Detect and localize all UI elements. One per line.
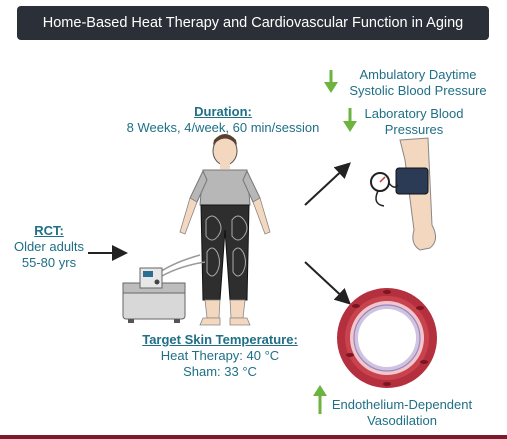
target-line2: Sham: 33 °C (183, 364, 257, 379)
duration-heading: Duration: (194, 104, 252, 119)
blood-pressure-cuff-arm-icon (370, 137, 436, 251)
outcome-endothelium-line2: Vasodilation (367, 413, 437, 428)
outcome-ambulatory-line1: Ambulatory Daytime (359, 67, 477, 82)
outcome-lab-block: Laboratory Blood Pressures (352, 106, 476, 138)
outcome-lab-line1: Laboratory Blood (364, 106, 464, 121)
down-arrow-icon-lab (343, 108, 357, 132)
rct-line1: Older adults (13, 239, 85, 254)
title-bar: Home-Based Heat Therapy and Cardiovascul… (17, 6, 489, 40)
arrow-to-vessel (304, 261, 351, 305)
page-title: Home-Based Heat Therapy and Cardiovascul… (42, 15, 464, 31)
down-arrow-icon-ambulatory (324, 70, 338, 93)
duration-text: 8 Weeks, 4/week, 60 min/session (126, 120, 320, 135)
duration-block: Duration: 8 Weeks, 4/week, 60 min/sessio… (108, 104, 338, 136)
outcome-ambulatory-line2: Systolic Blood Pressure (349, 83, 487, 98)
target-line1: Heat Therapy: 40 °C (160, 348, 280, 363)
blood-vessel-cross-section-icon (337, 288, 437, 388)
rct-block: RCT: Older adults 55-80 yrs (6, 223, 92, 271)
target-heading: Target Skin Temperature: (142, 332, 298, 347)
outcome-lab-line2: Pressures (384, 122, 444, 137)
water-bath-heater-icon (122, 254, 206, 323)
outcome-endothelium-line1: Endothelium-Dependent (331, 397, 473, 412)
up-arrow-icon-endothelium (313, 385, 327, 414)
arrow-to-bp (304, 162, 351, 206)
person-in-heating-suit-icon (179, 134, 271, 326)
rct-heading: RCT: (34, 223, 64, 238)
target-block: Target Skin Temperature: Heat Therapy: 4… (105, 332, 335, 380)
bottom-border (0, 435, 507, 439)
rct-line2: 55-80 yrs (21, 255, 77, 270)
outcome-endothelium-block: Endothelium-Dependent Vasodilation (322, 397, 482, 429)
outcome-ambulatory-block: Ambulatory Daytime Systolic Blood Pressu… (338, 67, 498, 99)
